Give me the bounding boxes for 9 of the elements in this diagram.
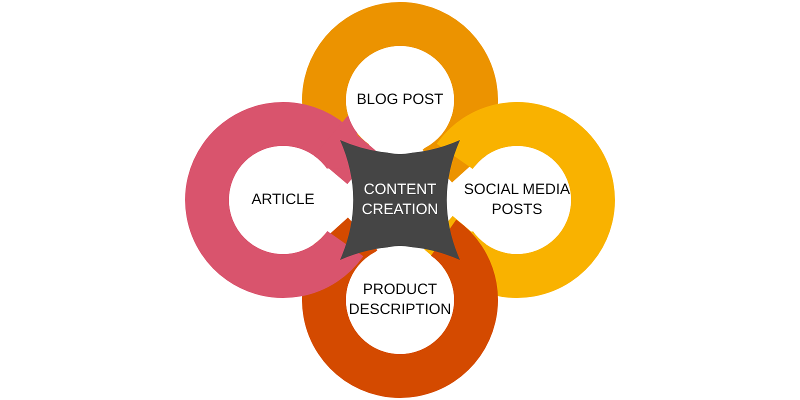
node-label: ARTICLE <box>251 190 315 210</box>
curved-arrow <box>302 2 498 183</box>
node-label: PRODUCT DESCRIPTION <box>348 280 452 320</box>
curved-arrow <box>424 102 615 298</box>
curved-arrow <box>185 102 376 298</box>
node-label: SOCIAL MEDIA POSTS <box>463 180 571 220</box>
node-label: BLOG POST <box>356 90 444 110</box>
node-label: CONTENT CREATION <box>360 180 440 220</box>
curved-arrow <box>302 217 498 398</box>
